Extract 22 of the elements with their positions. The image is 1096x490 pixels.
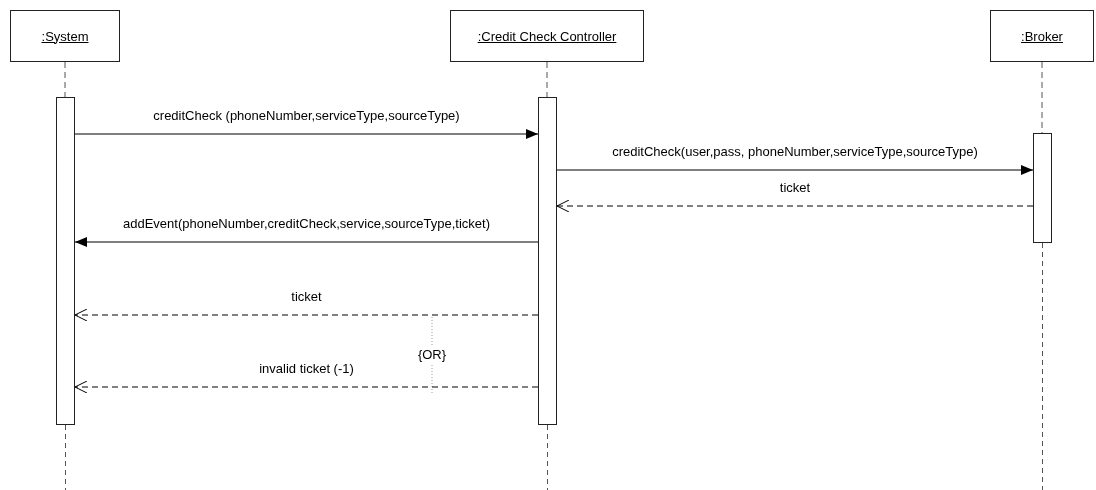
object-box — [990, 10, 1094, 62]
message-label: creditCheck(user,pass, phoneNumber,serviceType,sourceType) — [610, 144, 980, 160]
activation-bar — [56, 97, 75, 425]
object-name: :Broker — [1021, 28, 1063, 44]
return-message-arrow — [74, 308, 539, 322]
object-name: :System — [41, 28, 89, 44]
return-message-arrow — [74, 380, 539, 394]
message-arrow — [556, 165, 1034, 175]
message-arrow — [74, 129, 539, 139]
message-label: invalid ticket (-1) — [257, 361, 356, 377]
activation-bar — [538, 97, 557, 425]
lifeline — [546, 61, 548, 98]
object-name: :Credit Check Controller — [477, 28, 617, 44]
return-message-arrow — [556, 199, 1034, 213]
object-box — [10, 10, 120, 62]
message-label: addEvent(phoneNumber,creditCheck,service,sourceType,ticket) — [120, 216, 493, 232]
constraint-label: {OR} — [415, 347, 449, 363]
message-arrow — [74, 237, 539, 247]
message-label: creditCheck (phoneNumber,serviceType,sourceType) — [151, 108, 462, 124]
lifeline — [64, 61, 66, 98]
object-box — [450, 10, 644, 62]
activation-bar — [1033, 133, 1052, 243]
